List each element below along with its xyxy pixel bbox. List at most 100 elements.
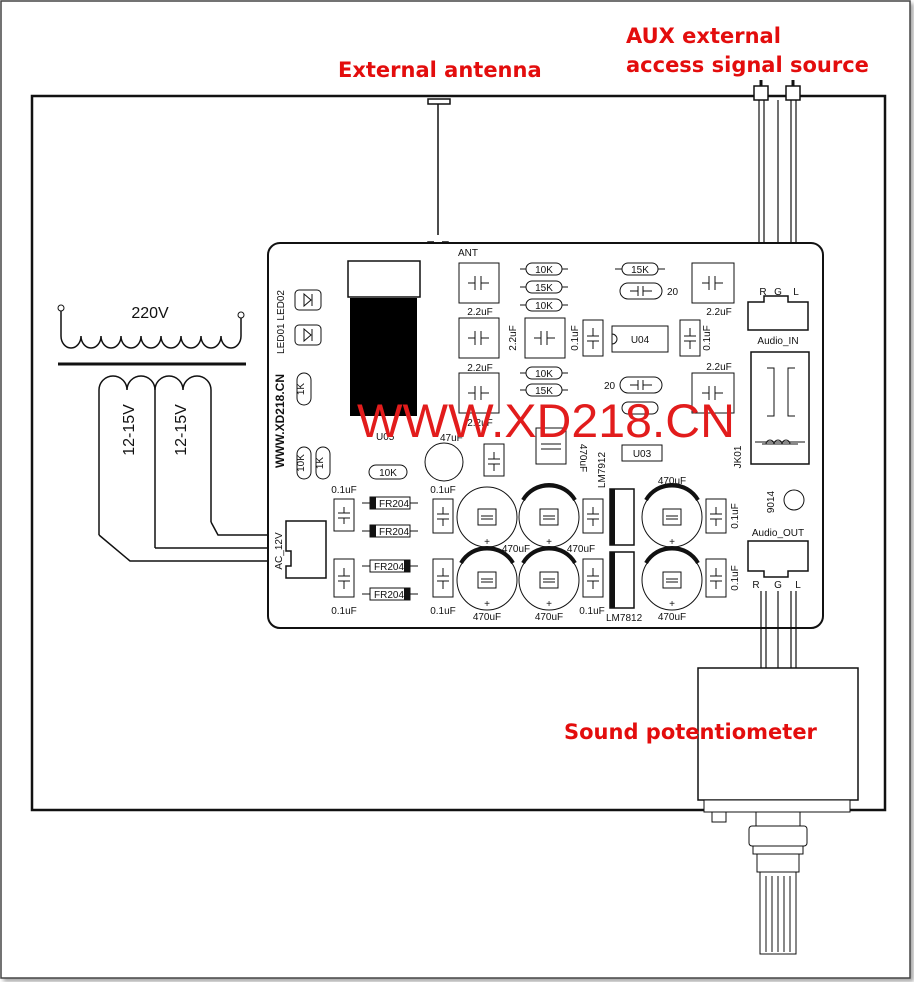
resistor-15k-m5: 15K bbox=[520, 383, 568, 397]
cap-22uf-a: 2.2uF bbox=[458, 262, 500, 318]
svg-text:0.1uF: 0.1uF bbox=[579, 606, 605, 617]
cap-01uf-mid-top: 0.1uF bbox=[430, 485, 456, 534]
svg-text:15K: 15K bbox=[535, 386, 553, 397]
ant-label: ANT bbox=[458, 248, 478, 259]
output-wires bbox=[760, 591, 797, 668]
secondary-left-label: 12-15V bbox=[121, 404, 138, 456]
cap-22uf-right-top: 2.2uF bbox=[691, 262, 735, 318]
svg-text:FR204: FR204 bbox=[374, 590, 404, 601]
led-label: LED01 LED02 bbox=[276, 290, 287, 354]
regulator-lm7812: LM7812 bbox=[606, 551, 643, 624]
resistor-1k-bottom: 1K bbox=[315, 446, 331, 480]
svg-text:15K: 15K bbox=[535, 283, 553, 294]
svg-text:LM7912: LM7912 bbox=[597, 451, 608, 488]
cap-470uf-label-3: 470uF bbox=[473, 612, 501, 623]
resistor-15k-top-right: 15K bbox=[615, 262, 665, 276]
svg-text:+: + bbox=[484, 599, 490, 610]
cap-470uf-6: + 470uF bbox=[641, 545, 703, 623]
cap-01uf-right-top: 0.1uF bbox=[705, 498, 741, 534]
svg-text:2.2uF: 2.2uF bbox=[706, 307, 732, 318]
u03-chip bbox=[621, 444, 663, 462]
svg-text:1K: 1K bbox=[296, 383, 307, 396]
cap-01uf-u04-left: 0.1uF bbox=[570, 319, 604, 357]
svg-text:+: + bbox=[669, 599, 675, 610]
u04-chip bbox=[611, 325, 669, 353]
aux-label-line2: access signal source bbox=[626, 53, 869, 77]
svg-text:0.1uF: 0.1uF bbox=[702, 325, 713, 351]
pcb-board: AC_12V WWW.XD218.CN LED01 LED02 U05 ANT … bbox=[267, 242, 824, 629]
external-antenna-label: External antenna bbox=[338, 58, 542, 82]
diode-fr204-1: FR204 bbox=[362, 496, 418, 510]
svg-text:10K: 10K bbox=[296, 454, 307, 472]
enclosure-box bbox=[30, 94, 887, 812]
svg-text:2.2uF: 2.2uF bbox=[467, 307, 493, 318]
site-text: WWW.XD218.CN bbox=[273, 374, 287, 468]
u05-label: U05 bbox=[376, 432, 395, 443]
resistor-10k-m4: 10K bbox=[520, 366, 568, 380]
cap-22uf-b: 2.2uF bbox=[458, 317, 500, 374]
cap-20-mid: 20 bbox=[604, 376, 663, 394]
cap-01uf-right-bottom: 0.1uF bbox=[705, 558, 741, 598]
svg-text:20: 20 bbox=[667, 287, 679, 298]
diode-fr204-2: FR204 bbox=[362, 524, 418, 538]
diode-fr204-3: FR204 bbox=[362, 559, 418, 573]
potentiometer-label: Sound potentiometer bbox=[564, 720, 818, 744]
resistor-10k-left: 10K bbox=[296, 446, 312, 480]
resistor-15k-m2: 15K bbox=[520, 280, 568, 294]
svg-text:L: L bbox=[795, 580, 801, 591]
cap-470uf-label-1: 470uF bbox=[502, 544, 530, 555]
cap-22uf-d: 2.2uF bbox=[508, 317, 566, 359]
svg-text:10K: 10K bbox=[535, 301, 553, 312]
svg-text:15K: 15K bbox=[631, 265, 649, 276]
svg-text:2.2uF: 2.2uF bbox=[706, 362, 732, 373]
svg-text:0.1uF: 0.1uF bbox=[570, 325, 581, 351]
cap-47uf bbox=[424, 442, 464, 482]
svg-text:R: R bbox=[752, 580, 759, 591]
transistor-9014-label: 9014 bbox=[766, 490, 777, 513]
svg-text:G: G bbox=[774, 287, 782, 298]
svg-text:+: + bbox=[546, 599, 552, 610]
ac-12v-label: AC_12V bbox=[274, 532, 285, 570]
svg-text:470uF: 470uF bbox=[658, 612, 686, 623]
regulator-lm7912: LM7912 bbox=[597, 451, 635, 546]
svg-text:2.2uF: 2.2uF bbox=[467, 363, 493, 374]
u03-label: U03 bbox=[633, 449, 652, 460]
transformer: 220V 12-15V 12-15V bbox=[57, 304, 285, 562]
svg-text:10K: 10K bbox=[535, 265, 553, 276]
audio-in-connector: R G L Audio_IN bbox=[747, 287, 809, 347]
cap-01uf-reg-bottom: 0.1uF bbox=[579, 558, 605, 617]
svg-text:0.1uF: 0.1uF bbox=[331, 606, 357, 617]
resistor-10k-horizontal: 10K bbox=[368, 464, 408, 480]
aux-label-line1: AUX external bbox=[626, 24, 781, 48]
cap-01uf-centre bbox=[483, 443, 505, 477]
cap-470uf-2: + bbox=[518, 482, 580, 548]
svg-text:1K: 1K bbox=[315, 457, 326, 470]
cap-470uf-5: + 470uF bbox=[641, 476, 703, 548]
jack-jk01: JK01 bbox=[733, 351, 810, 468]
svg-text:20: 20 bbox=[604, 381, 616, 392]
svg-text:0.1uF: 0.1uF bbox=[730, 565, 741, 591]
svg-text:10K: 10K bbox=[379, 468, 397, 479]
sound-potentiometer: Sound potentiometer bbox=[564, 667, 859, 955]
u05-outline bbox=[347, 260, 421, 298]
cap-22uf-right-mid: 2.2uF bbox=[691, 362, 735, 414]
audio-out-connector: Audio_OUT R G L bbox=[747, 528, 809, 591]
secondary-right-label: 12-15V bbox=[173, 404, 190, 456]
transistor-9014 bbox=[783, 489, 805, 511]
cap-centre-top bbox=[535, 427, 567, 465]
svg-text:FR204: FR204 bbox=[379, 527, 409, 538]
cap-01uf-u04-right: 0.1uF bbox=[679, 319, 713, 357]
svg-text:+: + bbox=[484, 537, 490, 548]
primary-voltage-label: 220V bbox=[131, 305, 169, 322]
cap-47uf-label: 47uF bbox=[440, 433, 463, 444]
svg-text:2.2uF: 2.2uF bbox=[467, 418, 493, 429]
svg-text:Audio_OUT: Audio_OUT bbox=[752, 528, 804, 539]
svg-text:10K: 10K bbox=[535, 369, 553, 380]
cap-470uf-label-4: 470uF bbox=[535, 612, 563, 623]
svg-text:2.2uF: 2.2uF bbox=[508, 325, 519, 351]
svg-text:0.1uF: 0.1uF bbox=[331, 485, 357, 496]
watermark: WWW.XD218.CN bbox=[357, 394, 735, 447]
svg-text:R: R bbox=[759, 287, 766, 298]
svg-text:0.1uF: 0.1uF bbox=[430, 485, 456, 496]
